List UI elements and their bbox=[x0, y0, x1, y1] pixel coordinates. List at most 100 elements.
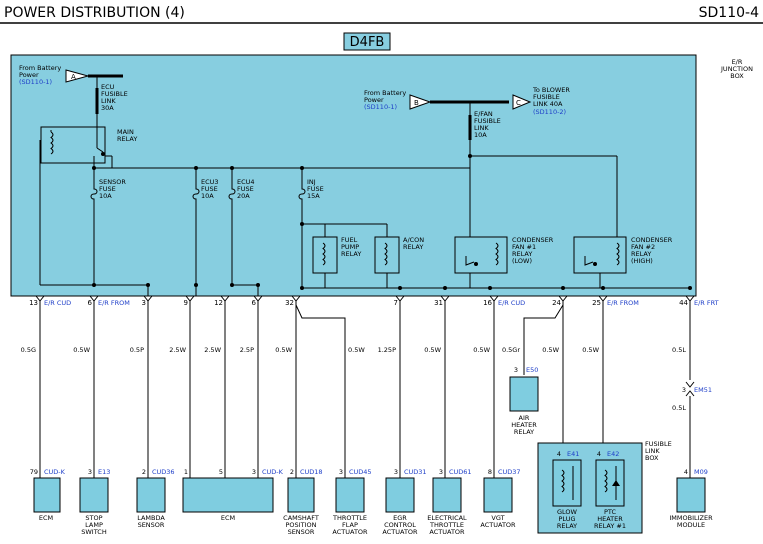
main-relay-switch bbox=[96, 147, 104, 153]
pin-number: 44 bbox=[679, 299, 688, 307]
connector-pin: 5 bbox=[219, 468, 223, 476]
pin-number: 16 bbox=[483, 299, 492, 307]
component-label: IMMOBILIZER bbox=[669, 514, 713, 522]
wire-color-label: 0.5W bbox=[582, 346, 599, 354]
bus-dot bbox=[256, 283, 260, 287]
air-heater-relay-label: AIR bbox=[519, 414, 530, 422]
pin-number: 31 bbox=[434, 299, 443, 307]
pin-number: 25 bbox=[592, 299, 601, 307]
cond1-relay-label: CONDENSER bbox=[512, 236, 554, 244]
component-box bbox=[182, 477, 274, 513]
connector-pin: 3 bbox=[394, 468, 398, 476]
bus-dot bbox=[300, 286, 304, 290]
component-label: THROTTLE bbox=[332, 514, 367, 522]
component-label: ECM bbox=[221, 514, 235, 522]
component-label: VGT bbox=[491, 514, 504, 522]
ecu-fusible-link-label: LINK bbox=[101, 97, 116, 105]
connector-id: CUD36 bbox=[152, 468, 175, 476]
main-relay-contact bbox=[101, 152, 105, 156]
bus-dot bbox=[488, 286, 492, 290]
junction-box bbox=[10, 54, 697, 297]
wire-color-label: 0.5W bbox=[348, 346, 365, 354]
fuse-ecu3 bbox=[192, 168, 200, 220]
pin-number: 32 bbox=[285, 299, 294, 307]
engine-badge-label: D4FB bbox=[350, 35, 385, 50]
connector-id: E13 bbox=[98, 468, 110, 476]
bus-dot bbox=[688, 286, 692, 290]
bus-dot bbox=[601, 286, 605, 290]
battery-a-label: Power bbox=[19, 71, 39, 79]
fuse-ecu4 bbox=[228, 168, 236, 220]
fan-fusible-link-label: FUSIBLE bbox=[474, 117, 501, 125]
wire-color-label: 0.5W bbox=[473, 346, 490, 354]
battery-a-ref: (SD110-1) bbox=[19, 78, 52, 86]
connector-id: M09 bbox=[694, 468, 708, 476]
component-label: MODULE bbox=[677, 521, 705, 529]
component-label: GLOW bbox=[557, 508, 578, 516]
connector-pin: 4 bbox=[557, 450, 561, 458]
component-label: CAMSHAFT bbox=[283, 514, 319, 522]
bus-dot bbox=[398, 286, 402, 290]
component-label: RELAY bbox=[557, 522, 577, 530]
relay-coil bbox=[561, 469, 565, 493]
battery-b-label: Power bbox=[364, 96, 384, 104]
fuse-sensor-label: FUSE bbox=[99, 185, 116, 193]
air-heater-wire bbox=[523, 304, 564, 375]
ptc-diode bbox=[612, 480, 620, 486]
connector-id: CUD37 bbox=[498, 468, 521, 476]
fuse-sensor-label: SENSOR bbox=[99, 178, 126, 186]
wire-color-label: 1.25P bbox=[378, 346, 396, 354]
fan-fusible-link-label: 10A bbox=[474, 131, 487, 139]
ecu-fusible-link-label: FUSIBLE bbox=[101, 90, 128, 98]
fan-fusible-link-label: LINK bbox=[474, 124, 489, 132]
component-box bbox=[483, 477, 513, 513]
component-label: ACTUATOR bbox=[429, 528, 465, 536]
fuse-inj-label: FUSE bbox=[307, 185, 324, 193]
wire-color-label: 0.5L bbox=[672, 346, 686, 354]
cond1-relay-label: RELAY bbox=[512, 250, 532, 258]
air-heater-pin: 3 bbox=[514, 366, 518, 374]
pin-connector: E/R FROM bbox=[98, 299, 130, 307]
battery-a-letter: A bbox=[71, 73, 76, 81]
wire-color-label: 0.5G bbox=[21, 346, 36, 354]
main-relay-label: RELAY bbox=[117, 135, 137, 143]
fuse-ecu4-label: 20A bbox=[237, 192, 250, 200]
fuse-ecu4-label: ECU4 bbox=[237, 178, 255, 186]
wire-color-label: 0.5W bbox=[73, 346, 90, 354]
component-label: FLAP bbox=[342, 521, 358, 529]
ecu-fusible-link-label: ECU bbox=[101, 83, 115, 91]
connector-id: CUD-K bbox=[44, 468, 66, 476]
cond1-relay-label: FAN #1 bbox=[512, 243, 536, 251]
component-box bbox=[595, 459, 625, 507]
connector-pin: 1 bbox=[184, 468, 188, 476]
fuse-inj-label: 15A bbox=[307, 192, 320, 200]
junction-box-label-line: E/R bbox=[732, 58, 743, 66]
em51-conn: EM51 bbox=[694, 386, 712, 394]
engine-badge bbox=[343, 32, 391, 51]
connector-pin: 2 bbox=[142, 468, 146, 476]
component-box bbox=[79, 477, 109, 513]
pin-number: 3 bbox=[142, 299, 146, 307]
component-label: ACTUATOR bbox=[332, 528, 368, 536]
relay-coil bbox=[604, 469, 608, 493]
bus-dot bbox=[92, 283, 96, 287]
cond1-relay-label: (LOW) bbox=[512, 257, 532, 265]
acon-relay-label: RELAY bbox=[403, 243, 423, 251]
component-box bbox=[676, 477, 706, 513]
fan-fusible-link-label: E/FAN bbox=[474, 110, 493, 118]
wire-color-label: 0.5W bbox=[542, 346, 559, 354]
junction-box-label-line: BOX bbox=[730, 72, 744, 80]
wire-color-label: 2.5W bbox=[204, 346, 221, 354]
header-bar bbox=[0, 0, 763, 24]
component-label: LAMBDA bbox=[137, 514, 165, 522]
bus-dot bbox=[146, 283, 150, 287]
component-label: SWITCH bbox=[81, 528, 107, 536]
cond1-relay-box bbox=[454, 236, 508, 274]
battery-b-ref: (SD110-1) bbox=[364, 103, 397, 111]
throttle-flap-wire bbox=[295, 304, 346, 478]
fuel-pump-relay-label: RELAY bbox=[341, 250, 361, 258]
connector-pin: 8 bbox=[488, 468, 492, 476]
em51-arrow-top bbox=[685, 381, 695, 388]
pin-number: 13 bbox=[29, 299, 38, 307]
